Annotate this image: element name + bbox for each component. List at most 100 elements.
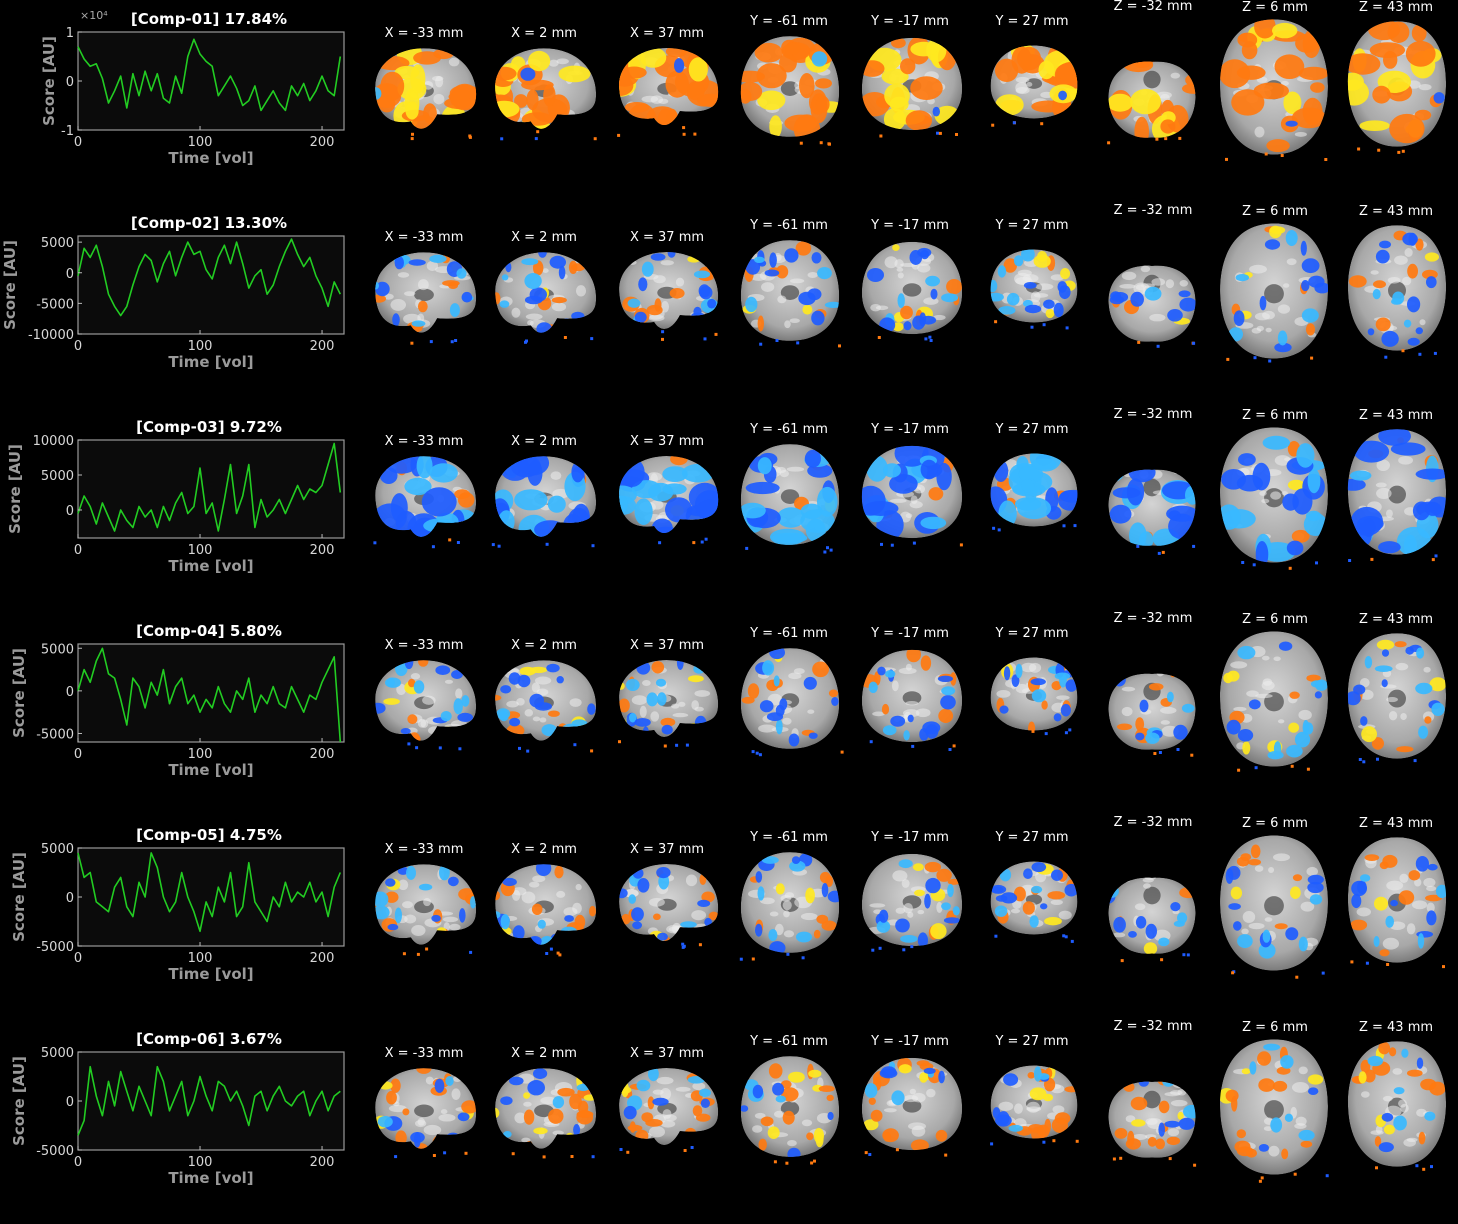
positive-voxel (938, 131, 942, 135)
white-matter (660, 260, 674, 266)
positive-activation-blob (826, 1094, 834, 1102)
white-matter (1028, 662, 1042, 673)
positive-activation-blob (754, 42, 783, 63)
negative-activation-blob (868, 681, 878, 693)
positive-voxel (1324, 158, 1328, 161)
slice-coordinate-label: X = -33 mm (384, 230, 464, 245)
slice-coordinate-label: Z = -32 mm (1113, 1019, 1193, 1034)
plot-area (77, 643, 345, 743)
white-matter (525, 313, 543, 320)
negative-activation-blob (1286, 540, 1304, 556)
positive-activation-blob (1131, 1119, 1146, 1127)
white-matter (872, 711, 885, 717)
white-matter (897, 272, 904, 279)
positive-activation-blob (1054, 63, 1078, 87)
positive-activation-blob (1148, 683, 1164, 691)
slice-coordinate-label: X = 37 mm (629, 26, 705, 41)
x-tick-label: 0 (74, 747, 82, 762)
y-tick-label: 0 (66, 891, 74, 906)
white-matter (1277, 304, 1291, 314)
white-matter (404, 291, 416, 297)
positive-voxel (1168, 1157, 1172, 1161)
negative-voxel (681, 942, 685, 946)
negative-activation-blob (547, 495, 566, 513)
positive-activation-blob (1347, 53, 1381, 75)
negative-activation-blob (533, 1068, 548, 1080)
negative-activation-blob (537, 919, 546, 929)
white-matter (1249, 264, 1267, 274)
white-matter (1270, 491, 1282, 500)
x-tick-label: 100 (188, 747, 213, 762)
positive-voxel (1386, 963, 1390, 966)
negative-activation-blob (1108, 884, 1119, 899)
negative-activation-blob (1170, 902, 1181, 912)
negative-voxel (545, 952, 549, 955)
positive-activation-blob (995, 94, 1024, 116)
positive-voxel (410, 137, 414, 141)
negative-activation-blob (1252, 462, 1271, 491)
white-matter (894, 259, 904, 269)
white-matter (1151, 260, 1166, 265)
slice-coordinate-label: X = -33 mm (384, 638, 464, 653)
negative-activation-blob (1415, 856, 1429, 872)
negative-activation-blob (385, 878, 396, 887)
negative-voxel (878, 946, 882, 950)
negative-voxel (458, 747, 462, 751)
white-matter (639, 705, 647, 718)
negative-voxel (902, 948, 906, 952)
negative-activation-blob (1167, 691, 1174, 703)
positive-activation-blob (402, 1108, 410, 1116)
white-matter (1138, 453, 1149, 459)
positive-activation-blob (1310, 82, 1325, 93)
positive-activation-blob (914, 889, 925, 897)
brain-slice-sagittal (495, 1068, 597, 1159)
positive-activation-blob (784, 114, 818, 132)
white-matter (1261, 498, 1270, 504)
negative-activation-blob (990, 279, 998, 293)
positive-activation-blob (1223, 672, 1233, 684)
positive-voxel (1258, 1179, 1262, 1183)
white-matter (448, 57, 460, 67)
brain-slice-coronal (740, 1056, 840, 1165)
negative-activation-blob (1351, 880, 1367, 897)
white-matter (998, 1101, 1014, 1111)
negative-voxel (1433, 351, 1437, 355)
negative-voxel (1358, 758, 1362, 761)
y-tick-label: 5000 (41, 1046, 74, 1061)
positive-voxel (1280, 154, 1284, 157)
positive-voxel (1161, 550, 1165, 554)
negative-activation-blob (461, 291, 473, 303)
brain-slice-coronal (740, 36, 840, 146)
slice-coordinate-label: Z = 6 mm (1242, 612, 1308, 627)
white-matter (1298, 1066, 1308, 1075)
negative-activation-blob (796, 931, 812, 943)
negative-activation-blob (1015, 663, 1023, 679)
negative-activation-blob (560, 318, 573, 329)
white-matter (898, 667, 917, 675)
chart-title: [Comp-03] 9.72% (136, 418, 282, 436)
negative-activation-blob (500, 685, 512, 694)
negative-activation-blob (503, 1131, 512, 1138)
negative-activation-blob (900, 935, 918, 943)
negative-activation-blob (652, 1097, 669, 1106)
positive-activation-blob (1425, 894, 1443, 902)
negative-activation-blob (449, 303, 460, 318)
negative-activation-blob (1144, 286, 1162, 301)
ventricle (902, 283, 922, 297)
negative-activation-blob (1303, 722, 1314, 735)
brain-slice-axial (1347, 837, 1447, 969)
negative-activation-blob (495, 911, 501, 919)
negative-activation-blob (1237, 645, 1256, 660)
white-matter (675, 1086, 691, 1092)
white-matter (1155, 673, 1165, 677)
positive-voxel (1137, 340, 1141, 344)
x-tick-label: 200 (310, 543, 335, 558)
negative-activation-blob (803, 676, 817, 690)
white-matter (1015, 683, 1029, 694)
white-matter (641, 95, 659, 103)
positive-activation-blob (740, 82, 763, 101)
positive-activation-blob (687, 255, 701, 263)
positive-activation-blob (1306, 674, 1321, 682)
negative-activation-blob (1259, 542, 1296, 562)
